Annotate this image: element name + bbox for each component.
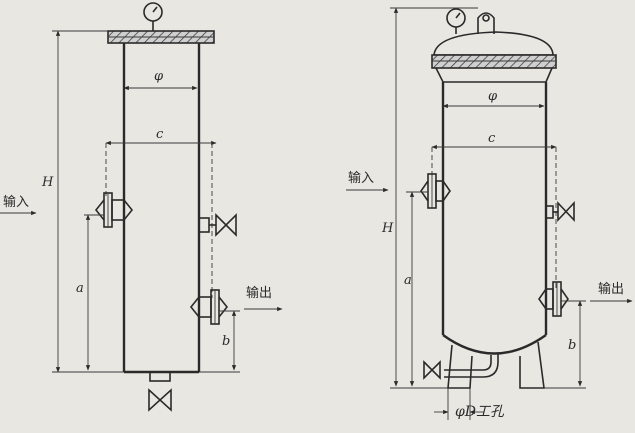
- right-side-valve-icon: [545, 200, 575, 223]
- right-bottom-head: [442, 334, 547, 355]
- right-top-flange: [431, 54, 557, 69]
- left-side-valve-icon: [198, 213, 237, 237]
- left-height-label: H: [41, 175, 54, 190]
- right-top-dome: [433, 31, 554, 56]
- right-inlet-nozzle: [420, 173, 451, 209]
- right-base-hole-label: φD工孔: [455, 404, 505, 420]
- left-inlet-label: 输入: [3, 194, 29, 210]
- right-height-label: H: [381, 221, 394, 236]
- right-outlet-nozzle: [538, 281, 569, 317]
- right-drain-valve-icon: [423, 360, 441, 380]
- left-drain-valve-icon: [148, 371, 172, 412]
- left-inlet-height-label: a: [76, 281, 84, 296]
- right-support-leg-right: [519, 341, 545, 389]
- right-inlet-height-label: a: [404, 273, 412, 288]
- left-pressure-gauge-icon: [143, 2, 163, 31]
- left-diameter-label: φ: [154, 69, 164, 84]
- right-drain-pipe: [444, 355, 492, 371]
- left-outlet-nozzle: [189, 289, 229, 325]
- right-spacing-label: c: [488, 131, 496, 146]
- right-outlet-label: 输出: [598, 281, 624, 297]
- left-filter: φ c 输入 输出: [0, 2, 283, 412]
- left-spacing-label: c: [156, 127, 164, 142]
- right-lifting-lug: [477, 12, 495, 34]
- left-inlet-nozzle: [94, 192, 134, 228]
- right-outlet-height-label: b: [568, 338, 576, 353]
- right-support-leg-left: [447, 344, 473, 389]
- right-pressure-gauge-icon: [446, 8, 466, 34]
- left-outlet-label: 输出: [246, 285, 272, 301]
- left-outlet-height-label: b: [222, 334, 230, 349]
- right-filter: φ c 输入 输出: [346, 7, 633, 420]
- right-inlet-label: 输入: [348, 170, 374, 186]
- right-diameter-label: φ: [488, 89, 498, 104]
